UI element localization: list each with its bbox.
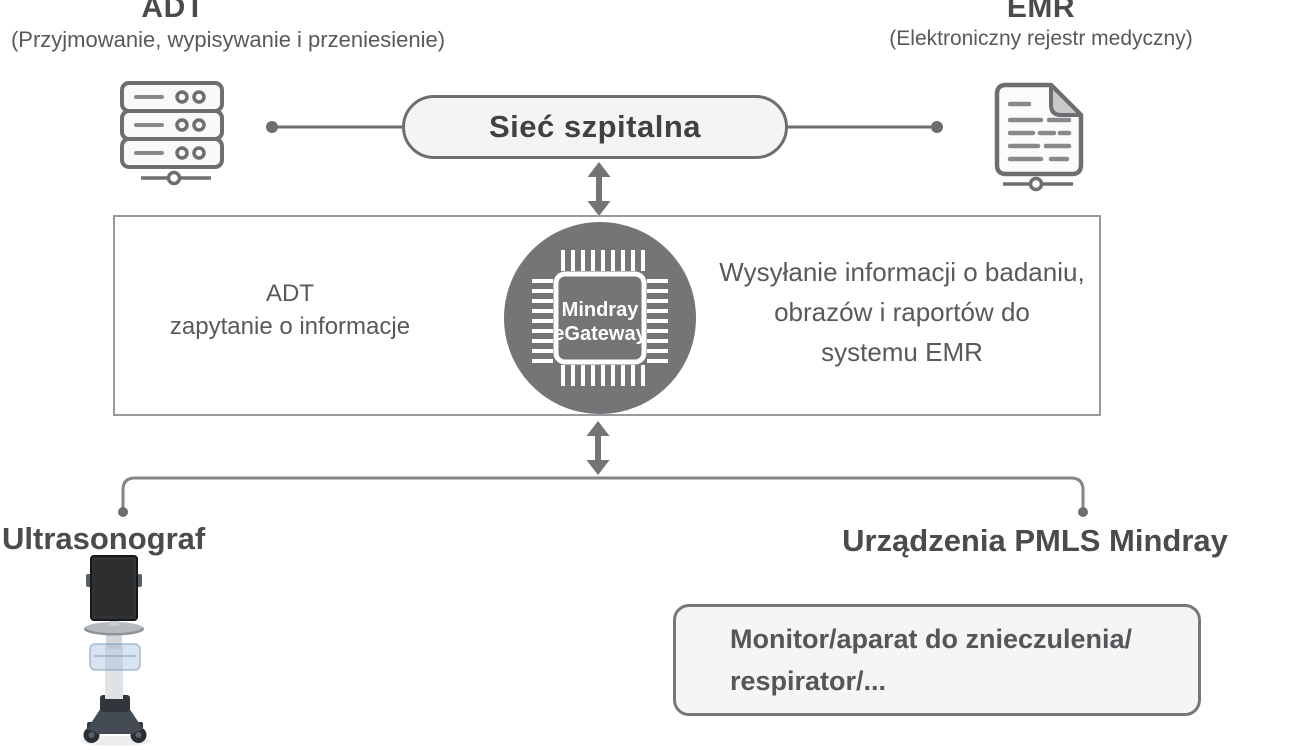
device-list-line2: respirator/... xyxy=(730,666,887,696)
document-icon xyxy=(994,82,1084,177)
device-list-box: Monitor/aparat do znieczulenia/ respirat… xyxy=(673,604,1201,716)
server-node-connector xyxy=(141,170,211,186)
devices-bracket xyxy=(118,476,1088,517)
device-list-line1: Monitor/aparat do znieczulenia/ xyxy=(730,624,1133,654)
adt-subtitle: (Przyjmowanie, wypisywanie i przeniesien… xyxy=(10,27,446,52)
server-icon xyxy=(120,81,224,169)
gateway-left-caption-line2: zapytanie o informacje xyxy=(169,313,411,340)
bracket-right-dot xyxy=(1078,507,1088,517)
gateway-left-caption-line1: ADT xyxy=(266,280,314,307)
gateway-right-caption-line2: obrazów i raportów do xyxy=(774,297,1030,327)
ultrasound-cart-image xyxy=(81,555,151,746)
gateway-chip-badge: Mindray eGateway xyxy=(504,222,696,414)
hospital-network-label: Sieć szpitalna xyxy=(488,109,702,144)
chip-label-line1: Mindray xyxy=(562,299,640,321)
emr-subtitle: (Elektroniczny rejestr medyczny) xyxy=(889,27,1193,50)
emr-title: EMR xyxy=(1006,0,1076,24)
gateway-left-caption: ADT zapytanie o informacje xyxy=(138,277,442,343)
emr-line-dot xyxy=(931,121,943,133)
double-arrow-icon-top xyxy=(587,162,611,216)
hospital-network-pill: Sieć szpitalna xyxy=(402,95,788,159)
ultrasound-title: Ultrasonograf xyxy=(2,521,206,556)
gateway-right-caption-line3: systemu EMR xyxy=(821,337,983,367)
adt-title: ADT xyxy=(141,0,205,24)
gateway-right-caption: Wysyłanie informacji o badaniu, obrazów … xyxy=(700,252,1104,372)
gateway-right-caption-line1: Wysyłanie informacji o badaniu, xyxy=(719,257,1085,287)
bracket-left-dot xyxy=(118,507,128,517)
pmls-devices-title: Urządzenia PMLS Mindray xyxy=(842,523,1228,558)
document-node-connector xyxy=(1003,176,1073,192)
server-line-dot xyxy=(266,121,278,133)
double-arrow-icon-bottom xyxy=(586,421,610,475)
chip-label-line2: eGateway xyxy=(553,323,647,345)
chip-icon: Mindray eGateway xyxy=(532,250,668,386)
